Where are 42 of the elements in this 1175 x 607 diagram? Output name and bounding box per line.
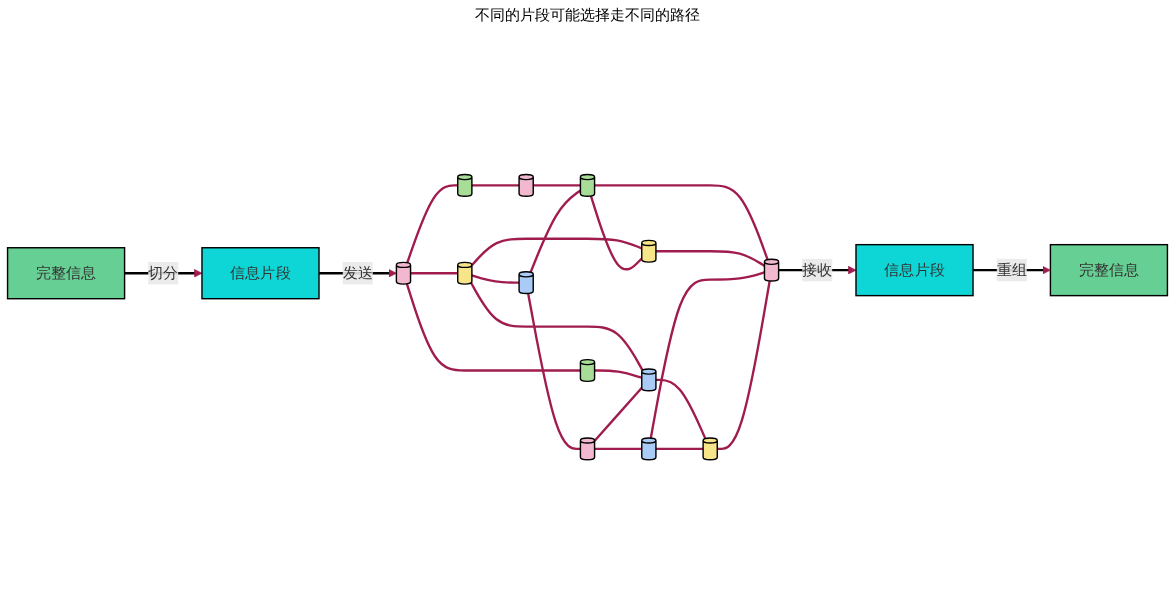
connector [410,271,458,275]
connector [529,189,582,273]
node-cylinder [579,437,596,461]
node-box: 信息片段 [201,246,320,300]
node-box: 信息片段 [855,243,974,297]
note-text: 不同的片段可能选择走不同的路径 [475,6,700,24]
node-cylinder [641,239,657,263]
edge-label: 重组 [996,260,1027,279]
connector [655,249,766,267]
node-cylinder [518,173,534,197]
connector [471,184,520,187]
node-cylinder [641,437,657,461]
node-cylinder [518,270,534,295]
connector [655,378,707,439]
connector [533,184,581,187]
node-cylinder [457,261,473,285]
connector [594,184,769,260]
connector [594,369,643,379]
node-box: 完整信息 [1049,243,1169,297]
edge-label: 切分 [148,263,179,282]
connector [717,280,771,450]
node-cylinder [702,437,718,461]
edge-label: 发送 [342,263,373,282]
node-cylinder [395,261,412,285]
connector [470,282,644,371]
connector [649,271,765,439]
connector [405,283,581,372]
connector [593,386,643,442]
connector [406,184,458,263]
node-cylinder [641,368,657,392]
connector [589,195,643,271]
connector [655,447,704,450]
connector [594,447,642,450]
node-cylinder [579,358,596,382]
connector [527,293,581,450]
node-cylinder [763,258,780,282]
node-cylinder [457,173,473,197]
edge-label: 接收 [802,260,833,279]
connector [471,274,520,284]
node-cylinder [579,173,596,197]
node-box: 完整信息 [6,246,126,300]
connector [471,237,643,266]
